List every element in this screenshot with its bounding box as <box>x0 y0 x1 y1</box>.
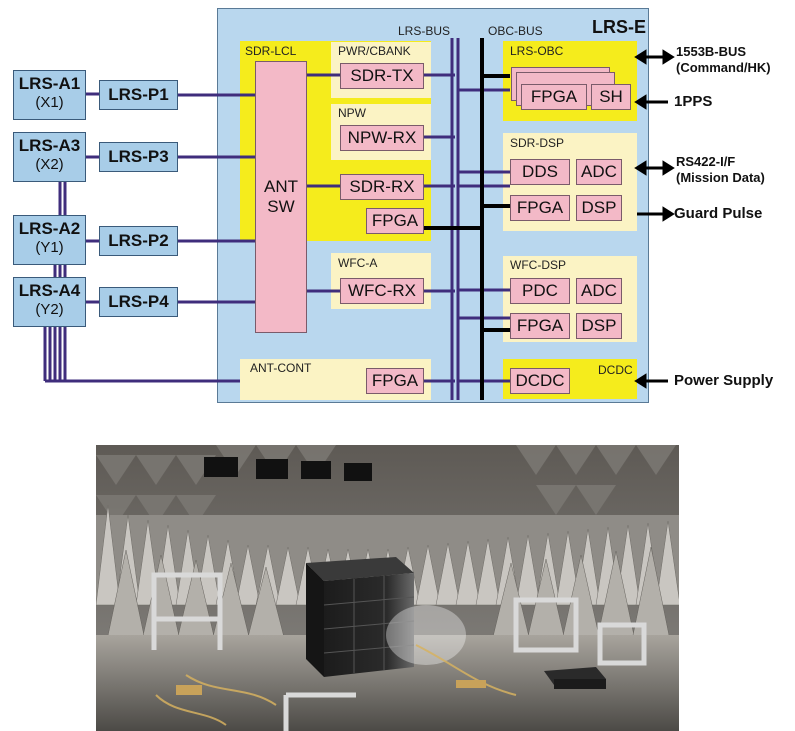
switch-line-1: ANT <box>264 177 298 197</box>
pps-label: 1PPS <box>674 93 712 110</box>
dcdc-block: DCDC <box>510 368 570 394</box>
switch-line-2: SW <box>267 197 294 217</box>
antenna-axis: (X2) <box>14 156 85 173</box>
chamber-illustration <box>96 445 679 731</box>
bus-1553b-line1: 1553B-BUS <box>676 44 771 60</box>
obc-fpga-block: FPGA <box>521 84 587 110</box>
pdc-block: PDC <box>510 278 570 304</box>
antenna-name: LRS-A3 <box>14 136 85 156</box>
sdr-adc-block: ADC <box>576 159 622 185</box>
ant-cont-fpga-block: FPGA <box>366 368 424 394</box>
rs422-line1: RS422-I/F <box>676 154 765 170</box>
antenna-axis: (Y2) <box>14 301 85 318</box>
wfc-dsp-block: DSP <box>576 313 622 339</box>
preamp-lrs-p1: LRS-P1 <box>99 80 178 110</box>
npw-rx-block: NPW-RX <box>340 125 424 151</box>
obc-bus-label: OBC-BUS <box>488 24 543 38</box>
bus-1553b-label: 1553B-BUS (Command/HK) <box>676 44 771 76</box>
antenna-lrs-a2: LRS-A2 (Y1) <box>13 215 86 265</box>
wfc-adc-block: ADC <box>576 278 622 304</box>
antenna-name: LRS-A1 <box>14 74 85 94</box>
antenna-lrs-a1: LRS-A1 (X1) <box>13 70 86 120</box>
sdr-tx-block: SDR-TX <box>340 63 424 89</box>
preamp-lrs-p3: LRS-P3 <box>99 142 178 172</box>
antenna-lrs-a3: LRS-A3 (X2) <box>13 132 86 182</box>
power-supply-label: Power Supply <box>674 372 773 389</box>
sdr-rx-block: SDR-RX <box>340 174 424 200</box>
antenna-name: LRS-A4 <box>14 281 85 301</box>
antenna-switch: ANT SW <box>255 61 307 333</box>
wfc-fpga-block: FPGA <box>510 313 570 339</box>
antenna-axis: (Y1) <box>14 239 85 256</box>
preamp-lrs-p2: LRS-P2 <box>99 226 178 256</box>
anechoic-chamber-photo <box>96 445 679 731</box>
rs422-line2: (Mission Data) <box>676 170 765 186</box>
obc-sh-block: SH <box>591 84 631 110</box>
antenna-name: LRS-A2 <box>14 219 85 239</box>
antenna-axis: (X1) <box>14 94 85 111</box>
wfc-rx-block: WFC-RX <box>340 278 424 304</box>
fpga-left-block: FPGA <box>366 208 424 234</box>
rs422-label: RS422-I/F (Mission Data) <box>676 154 765 186</box>
preamp-lrs-p4: LRS-P4 <box>99 287 178 317</box>
sdr-fpga-block: FPGA <box>510 195 570 221</box>
lrs-bus-label: LRS-BUS <box>398 24 450 38</box>
guard-pulse-label: Guard Pulse <box>674 205 762 222</box>
sdr-dsp-block: DSP <box>576 195 622 221</box>
bus-1553b-line2: (Command/HK) <box>676 60 771 76</box>
dds-block: DDS <box>510 159 570 185</box>
antenna-lrs-a4: LRS-A4 (Y2) <box>13 277 86 327</box>
